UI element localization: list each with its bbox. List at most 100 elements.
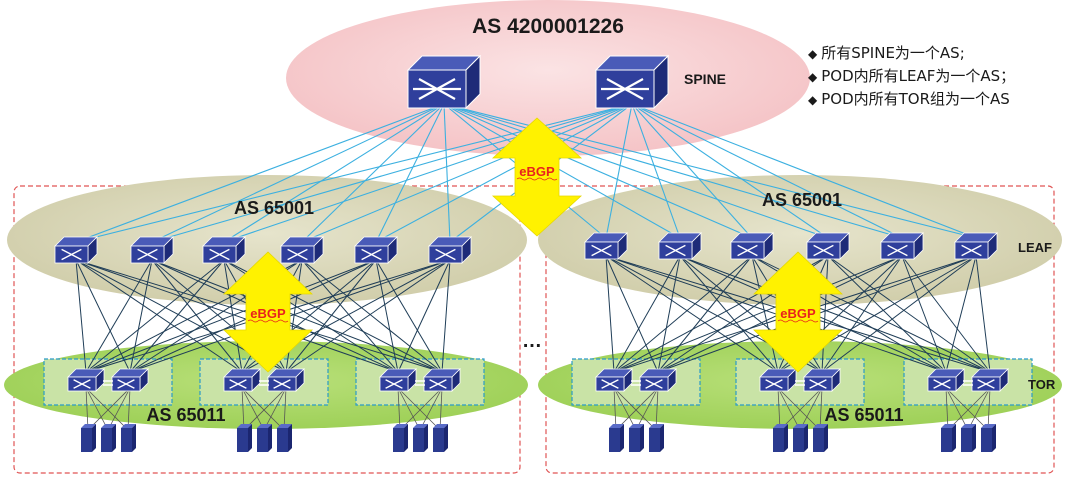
spine-leaf-link	[375, 103, 633, 243]
server-side	[132, 424, 136, 452]
pod-2-leaf-tor-link	[821, 255, 829, 373]
server-side	[972, 424, 976, 452]
server-rack-icon	[941, 424, 956, 452]
pod-1-leaf-tor-link	[397, 259, 451, 373]
pod-1-tor-group-box	[355, 358, 485, 406]
spine-leaf-link	[151, 103, 445, 243]
pod-1-border	[13, 185, 521, 474]
pod-1-tor-server-link	[87, 387, 131, 431]
note-text: POD内所有LEAF为一个AS；	[821, 67, 1016, 85]
spine-leaf-link	[301, 103, 445, 243]
tor-switch-icon	[927, 368, 965, 392]
pod-1-tor-server-link	[85, 387, 109, 431]
server-top	[393, 424, 408, 428]
server-front	[813, 428, 824, 452]
pod-1-tor-server-link	[397, 387, 441, 431]
pod2-tor-as-label: AS 65011	[824, 405, 903, 425]
leaf-switch-icon	[954, 232, 998, 260]
spine-leaf-link	[631, 103, 829, 239]
pod-1-tor-server-link	[399, 387, 443, 431]
pod-2-leaf-tor-link	[613, 255, 681, 373]
spine-leaf-link	[631, 103, 753, 239]
server-rack-icon	[981, 424, 996, 452]
pod-2-tor-server-link	[613, 387, 617, 431]
pod-2-leaf-tor-link	[827, 255, 947, 373]
nodes-layer	[54, 54, 1009, 452]
pod-1-leaf-tor-link	[285, 259, 451, 373]
pod-1-leaf-tor-link	[301, 259, 443, 373]
pod-2-leaf-tor-link	[613, 255, 753, 373]
spine-leaf-link	[223, 103, 445, 243]
pod-1-tor-server-link	[439, 387, 443, 431]
note-item: ◆所有SPINE为一个AS;	[808, 42, 1076, 65]
leaf-switch-icon	[54, 236, 98, 264]
server-side	[404, 424, 408, 452]
server-front	[649, 428, 660, 452]
pod-2-tor-server-link	[945, 387, 949, 431]
switch-arrow-glyph	[977, 379, 995, 389]
switch-arrow-glyph	[229, 379, 247, 389]
switch-arrow-glyph	[137, 248, 158, 261]
pod-1-leaf-tor-link	[285, 259, 377, 373]
switch-arrow-glyph	[737, 244, 758, 257]
pod-1-leaf-tor-link	[375, 259, 399, 373]
diamond-bullet-icon: ◆	[808, 70, 818, 84]
pod-1-leaf-zone	[7, 175, 527, 305]
leaf-switch-icon	[584, 232, 628, 260]
pod-2-tor-server-link	[945, 387, 989, 431]
pod2-ebgp-arrow	[753, 251, 843, 373]
leaf-switch-icon	[880, 232, 924, 260]
server-front	[433, 428, 444, 452]
server-rack-icon	[101, 424, 116, 452]
server-rack-icon	[629, 424, 644, 452]
pod-1-leaf-tor-link	[85, 259, 377, 373]
spine-leaf-link	[443, 103, 903, 239]
server-front	[257, 428, 268, 452]
switch-arrow-glyph	[813, 244, 834, 257]
tor-switch-icon	[111, 368, 149, 392]
pod-1-tor-group-box	[43, 358, 173, 406]
server-side	[444, 424, 448, 452]
spine-leaf-link	[443, 103, 829, 239]
tor-switch-icon	[639, 368, 677, 392]
pod-1-leaf-tor-link	[441, 259, 451, 373]
spine-switch-icon	[406, 54, 482, 110]
text-layer: AS 4200001226 SPINE AS 65001 AS 65001 LE…	[146, 15, 1055, 425]
pod-2-leaf-tor-link	[901, 255, 947, 373]
server-rack-icon	[237, 424, 252, 452]
pod-1-tor-server-link	[241, 387, 285, 431]
pod-1-tor-server-link	[243, 387, 287, 431]
diamond-bullet-icon: ◆	[808, 47, 818, 61]
switch-arrow-glyph	[435, 248, 456, 261]
leaf-switch-icon	[806, 232, 850, 260]
tor-switch-icon	[971, 368, 1009, 392]
switch-arrow-glyph	[73, 379, 91, 389]
switch-arrow-glyph	[61, 248, 82, 261]
server-top	[257, 424, 272, 428]
leaf-switch-icon	[730, 232, 774, 260]
server-front	[793, 428, 804, 452]
pod-2-leaf-tor-link	[679, 255, 779, 373]
pod-2-leaf-tor-link	[975, 255, 991, 373]
server-top	[961, 424, 976, 428]
pod-1-tor-server-link	[263, 387, 287, 431]
pod-2-tor-server-link	[635, 387, 659, 431]
switch-arrow-glyph	[809, 379, 827, 389]
leaf-switch-icon	[130, 236, 174, 264]
ebgp-underline	[516, 177, 558, 181]
server-side	[824, 424, 828, 452]
pod-2-leaf-tor-link	[821, 255, 903, 373]
pod-1-leaf-tor-link	[151, 259, 243, 373]
pod-2-tor-server-link	[987, 387, 991, 431]
pod-1-leaf-tor-link	[75, 259, 87, 373]
server-rack-icon	[773, 424, 788, 452]
ebgp-underline	[247, 319, 289, 323]
pod-1-leaf-tor-link	[85, 259, 225, 373]
spine-leaf-link	[151, 103, 633, 243]
server-side	[112, 424, 116, 452]
server-front	[629, 428, 640, 452]
tor-switch-icon	[595, 368, 633, 392]
server-front	[941, 428, 952, 452]
server-rack-icon	[413, 424, 428, 452]
